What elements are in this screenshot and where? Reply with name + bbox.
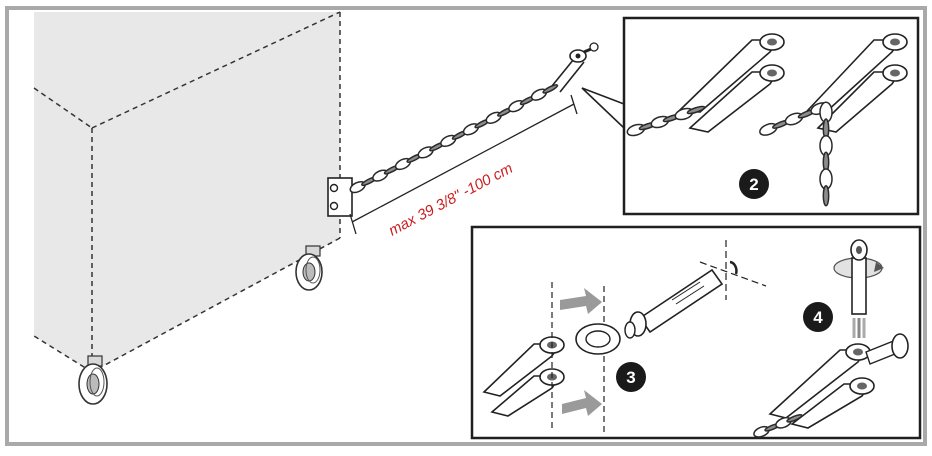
caster-wheel <box>78 355 108 405</box>
step-number: 2 <box>749 175 758 194</box>
cabinet-edge <box>33 87 93 129</box>
drill-hole-marker <box>699 240 767 300</box>
eye-bolt-turning <box>833 239 884 338</box>
caster-wheel <box>295 245 323 291</box>
outer-frame <box>5 6 927 446</box>
washer <box>575 323 621 355</box>
chain-link <box>786 413 803 423</box>
direction-arrow <box>560 288 602 314</box>
measurement-dimension: max 39 3/8" -100 cm <box>349 94 578 240</box>
chain-segment <box>753 413 803 438</box>
chain-segment <box>626 105 706 137</box>
cabinet-edge <box>91 11 341 129</box>
cabinet-shaded-body <box>34 12 340 372</box>
step-number: 4 <box>813 308 823 327</box>
dimension-tick <box>570 94 578 115</box>
main-chain <box>349 84 559 194</box>
direction-arrow <box>562 390 602 416</box>
callout-pointer <box>581 87 625 129</box>
detail-panel-step-2: 2 <box>622 16 920 216</box>
step-number: 3 <box>626 368 635 387</box>
cabinet-bracket <box>327 177 353 217</box>
hanging-chain <box>819 101 833 207</box>
step-badge-3: 3 <box>616 362 646 392</box>
anchor-bolt-head <box>865 333 909 365</box>
bracket-tab <box>688 64 785 133</box>
cabinet-edge <box>33 335 93 373</box>
step-badge-4: 4 <box>803 302 833 332</box>
bracket-tab <box>482 336 565 397</box>
chain-link <box>542 84 559 94</box>
dimension-tick <box>349 213 357 235</box>
chain-link <box>686 105 706 115</box>
cabinet-illustration <box>33 11 341 373</box>
dimension-line <box>351 103 575 223</box>
bracket-tab <box>816 64 908 133</box>
bracket-tab <box>790 377 875 429</box>
chain-link <box>822 184 830 207</box>
step-badge-2: 2 <box>739 169 769 199</box>
eye-bolt <box>551 42 599 93</box>
detail-panel-steps-3-4: 3 <box>470 225 922 440</box>
anchor-bolt <box>624 268 724 339</box>
